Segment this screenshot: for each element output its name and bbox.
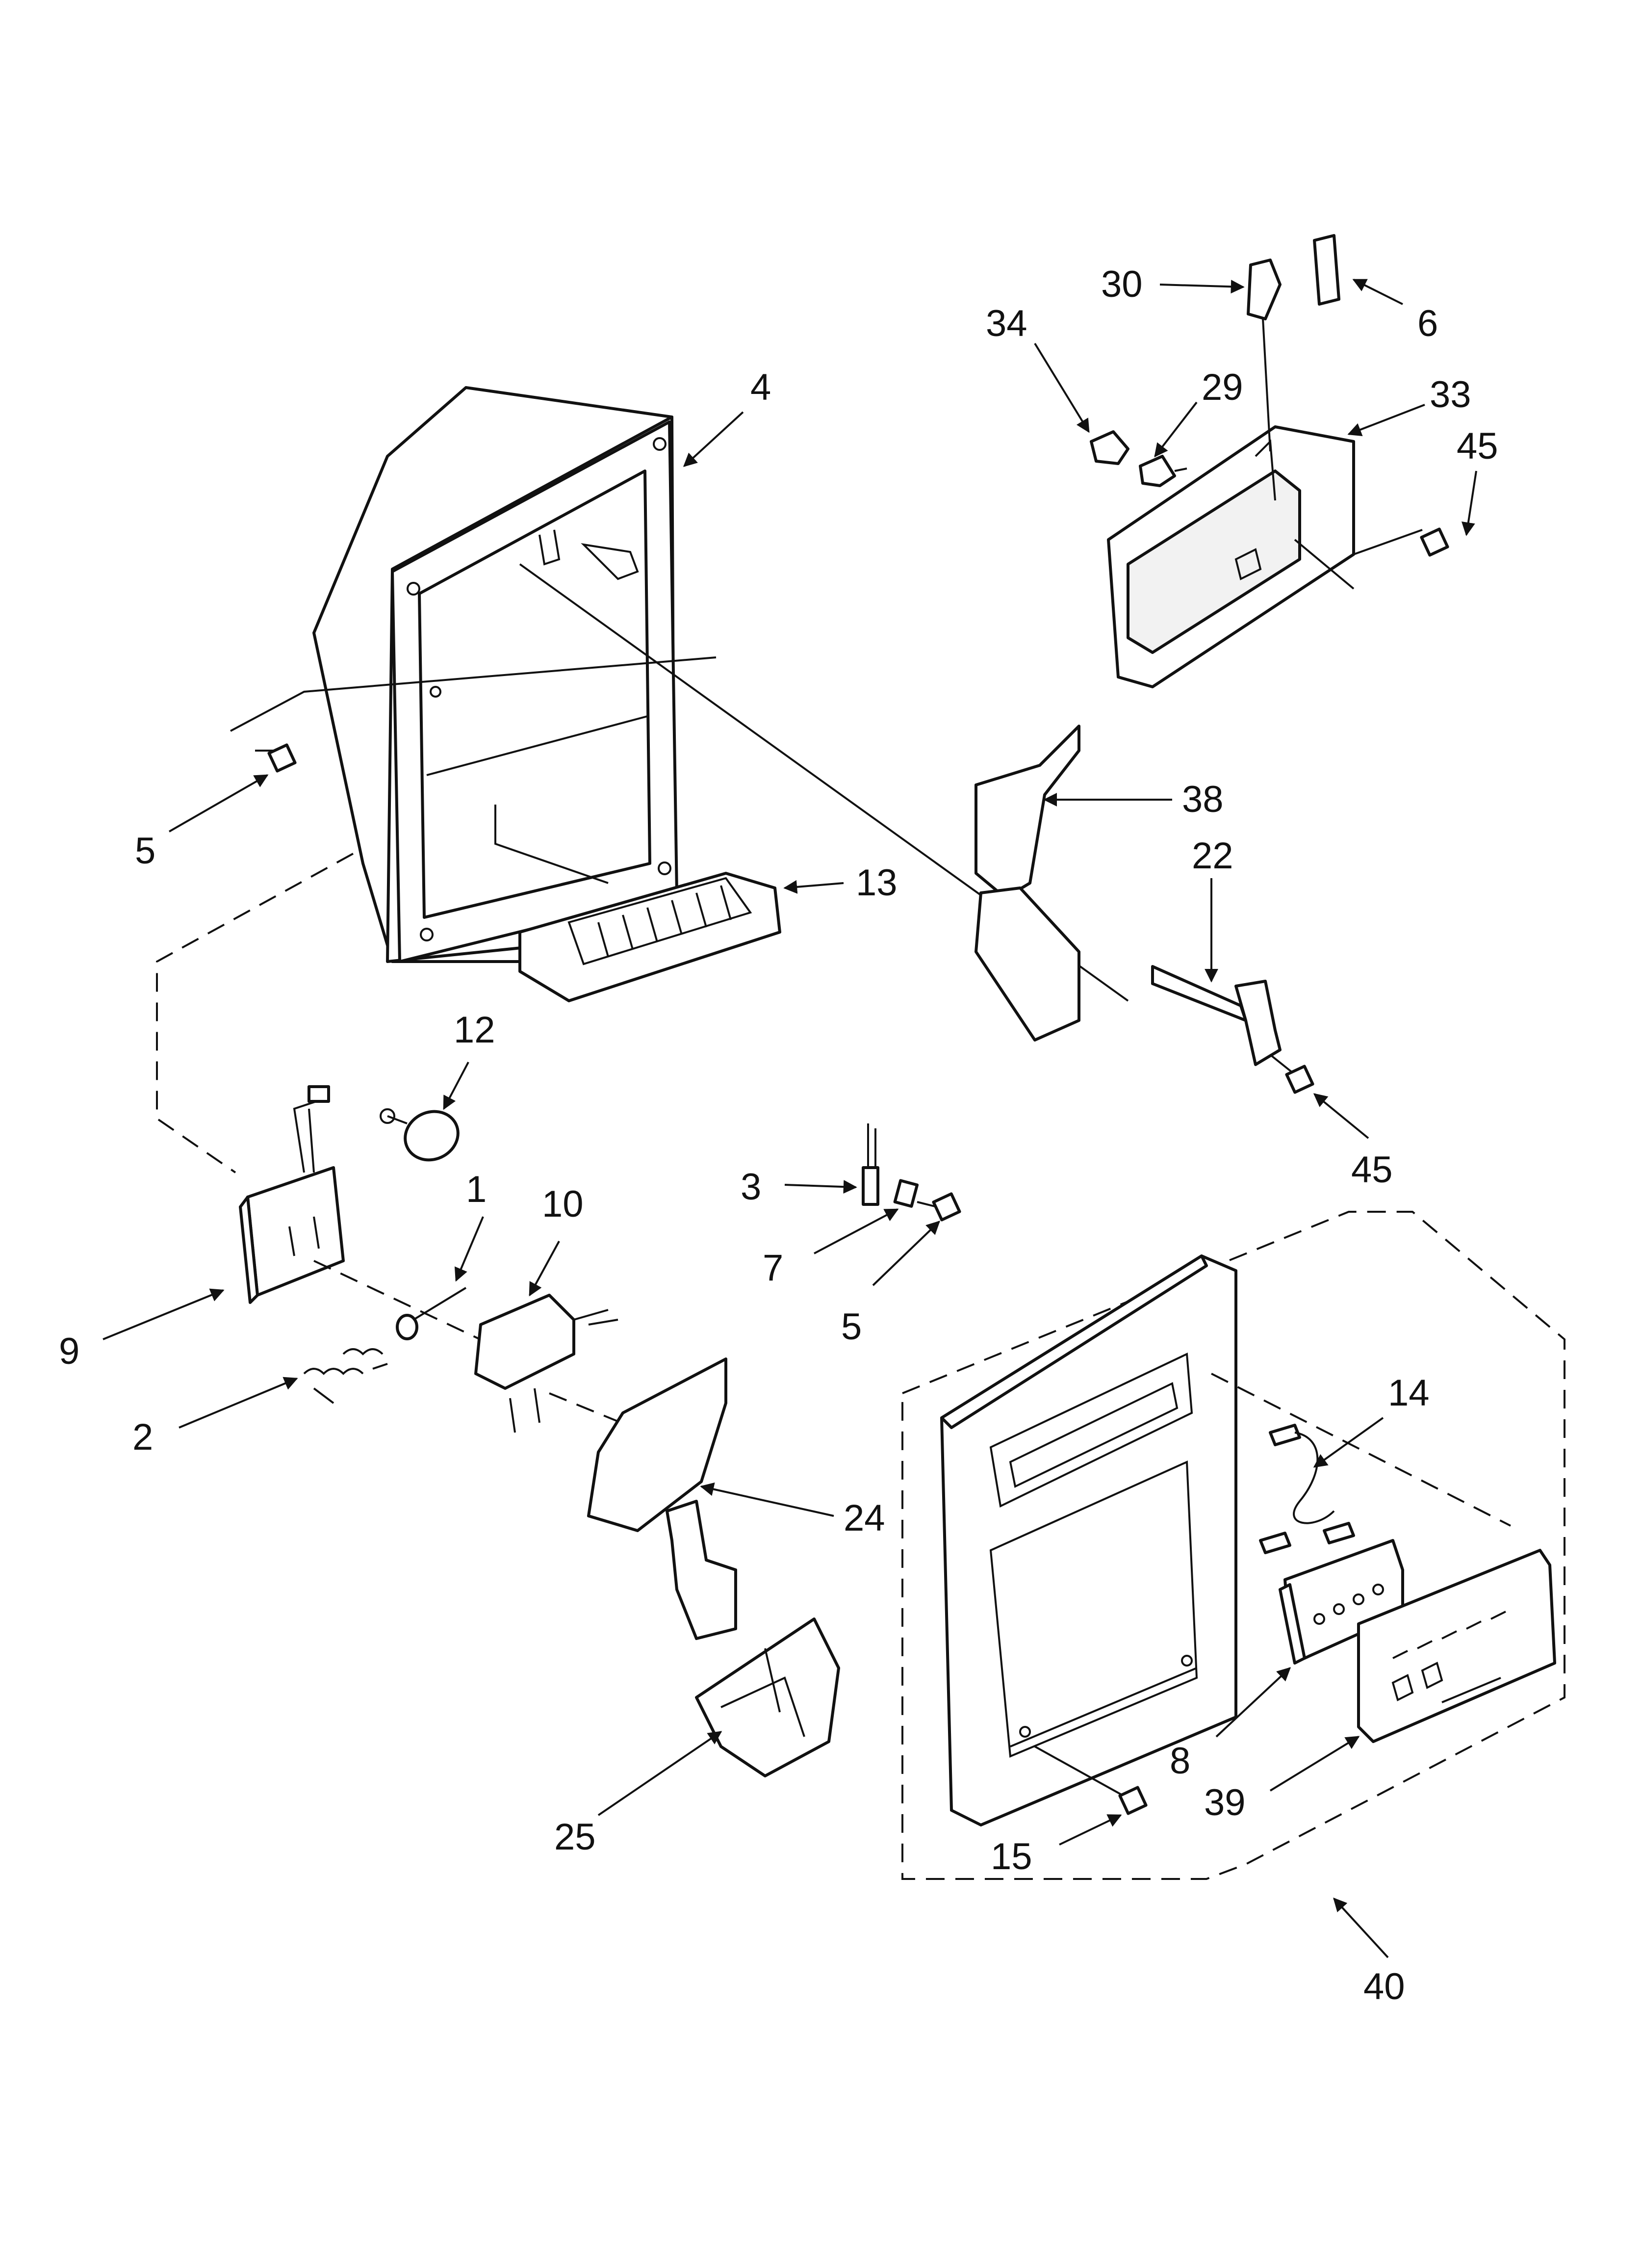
svg-text:45: 45 [1351,1149,1393,1191]
callout-22: 22 [1192,835,1233,983]
callout-38: 38 [1043,779,1224,820]
callout-29: 29 [1154,366,1243,458]
screw-center [917,1192,961,1222]
lever-bracket [474,1294,618,1433]
dashed-link-panel-overlay [1211,1373,1511,1527]
chute-grille [518,872,781,1002]
callout-24: 24 [700,1482,885,1539]
callout-30: 30 [1101,263,1245,305]
svg-text:10: 10 [542,1183,584,1225]
clip [893,1179,919,1208]
pin [396,1287,467,1340]
callout-45-upper: 45 [1457,425,1498,536]
svg-text:14: 14 [1388,1372,1430,1414]
callout-2: 2 [132,1377,298,1458]
svg-text:13: 13 [856,862,898,904]
wire-harness [1259,1424,1355,1554]
svg-text:3: 3 [741,1166,761,1208]
dispenser-housing [312,386,678,963]
insulator-pad [1313,234,1340,306]
callout-34: 34 [986,303,1090,433]
svg-text:22: 22 [1192,835,1233,877]
front-panel-kit-boundary [901,1211,1565,1880]
callout-9: 9 [59,1288,225,1372]
callout-39: 39 [1204,1736,1360,1824]
svg-text:15: 15 [991,1836,1032,1877]
callout-4: 4 [683,366,771,467]
dispenser-lever [975,725,1080,1042]
light-bulb [1090,430,1129,465]
callout-14: 14 [1313,1372,1430,1468]
svg-text:33: 33 [1430,374,1471,416]
callout-33: 33 [1347,374,1471,436]
dashed-link-housing-9 [156,853,354,1173]
ice-chute-cup [695,1617,840,1777]
dashed-link-9-10 [313,1260,491,1345]
svg-text:34: 34 [986,303,1027,344]
svg-text:45: 45 [1457,425,1498,467]
callout-5-left: 5 [135,774,269,872]
svg-text:5: 5 [135,830,155,872]
svg-text:29: 29 [1202,366,1243,408]
plunger [380,1108,460,1162]
svg-text:9: 9 [59,1330,79,1372]
callout-1: 1 [454,1169,487,1282]
screw-left [230,656,717,773]
callout-13: 13 [783,862,898,904]
callout-25: 25 [554,1731,722,1858]
screw-lever [1269,1054,1314,1094]
callout-15: 15 [991,1814,1122,1877]
solenoid-block [239,1085,345,1304]
callout-8: 8 [1170,1667,1291,1782]
lever-arm [1151,965,1282,1066]
svg-text:39: 39 [1204,1782,1246,1824]
micro-switch [1247,259,1282,452]
svg-text:5: 5 [841,1306,862,1348]
control-overlay [1357,1549,1556,1743]
svg-text:30: 30 [1101,263,1143,305]
callout-10: 10 [529,1183,584,1297]
bulb-socket [1139,455,1187,487]
callout-3: 3 [741,1166,857,1208]
screw-housing [1353,527,1449,557]
svg-text:40: 40 [1363,1966,1405,2007]
svg-text:1: 1 [466,1169,487,1210]
callout-12: 12 [443,1009,495,1110]
screw-bottom [1034,1746,1148,1815]
svg-text:6: 6 [1417,303,1438,344]
callout-7: 7 [763,1208,899,1289]
callout-6: 6 [1352,279,1438,344]
svg-text:4: 4 [750,366,771,408]
callout-45-lower: 45 [1313,1093,1393,1191]
ice-paddle [587,1357,737,1640]
springs [303,1348,388,1404]
callout-5-center: 5 [841,1221,941,1348]
svg-text:8: 8 [1170,1740,1190,1782]
svg-text:25: 25 [554,1816,596,1858]
svg-text:38: 38 [1182,779,1224,820]
svg-text:12: 12 [454,1009,495,1051]
svg-text:24: 24 [844,1497,885,1539]
dispenser-front-panel [940,1254,1237,1826]
svg-text:2: 2 [132,1416,153,1458]
switch-actuator [862,1123,879,1206]
svg-text:7: 7 [763,1247,783,1289]
callout-40: 40 [1333,1897,1405,2007]
